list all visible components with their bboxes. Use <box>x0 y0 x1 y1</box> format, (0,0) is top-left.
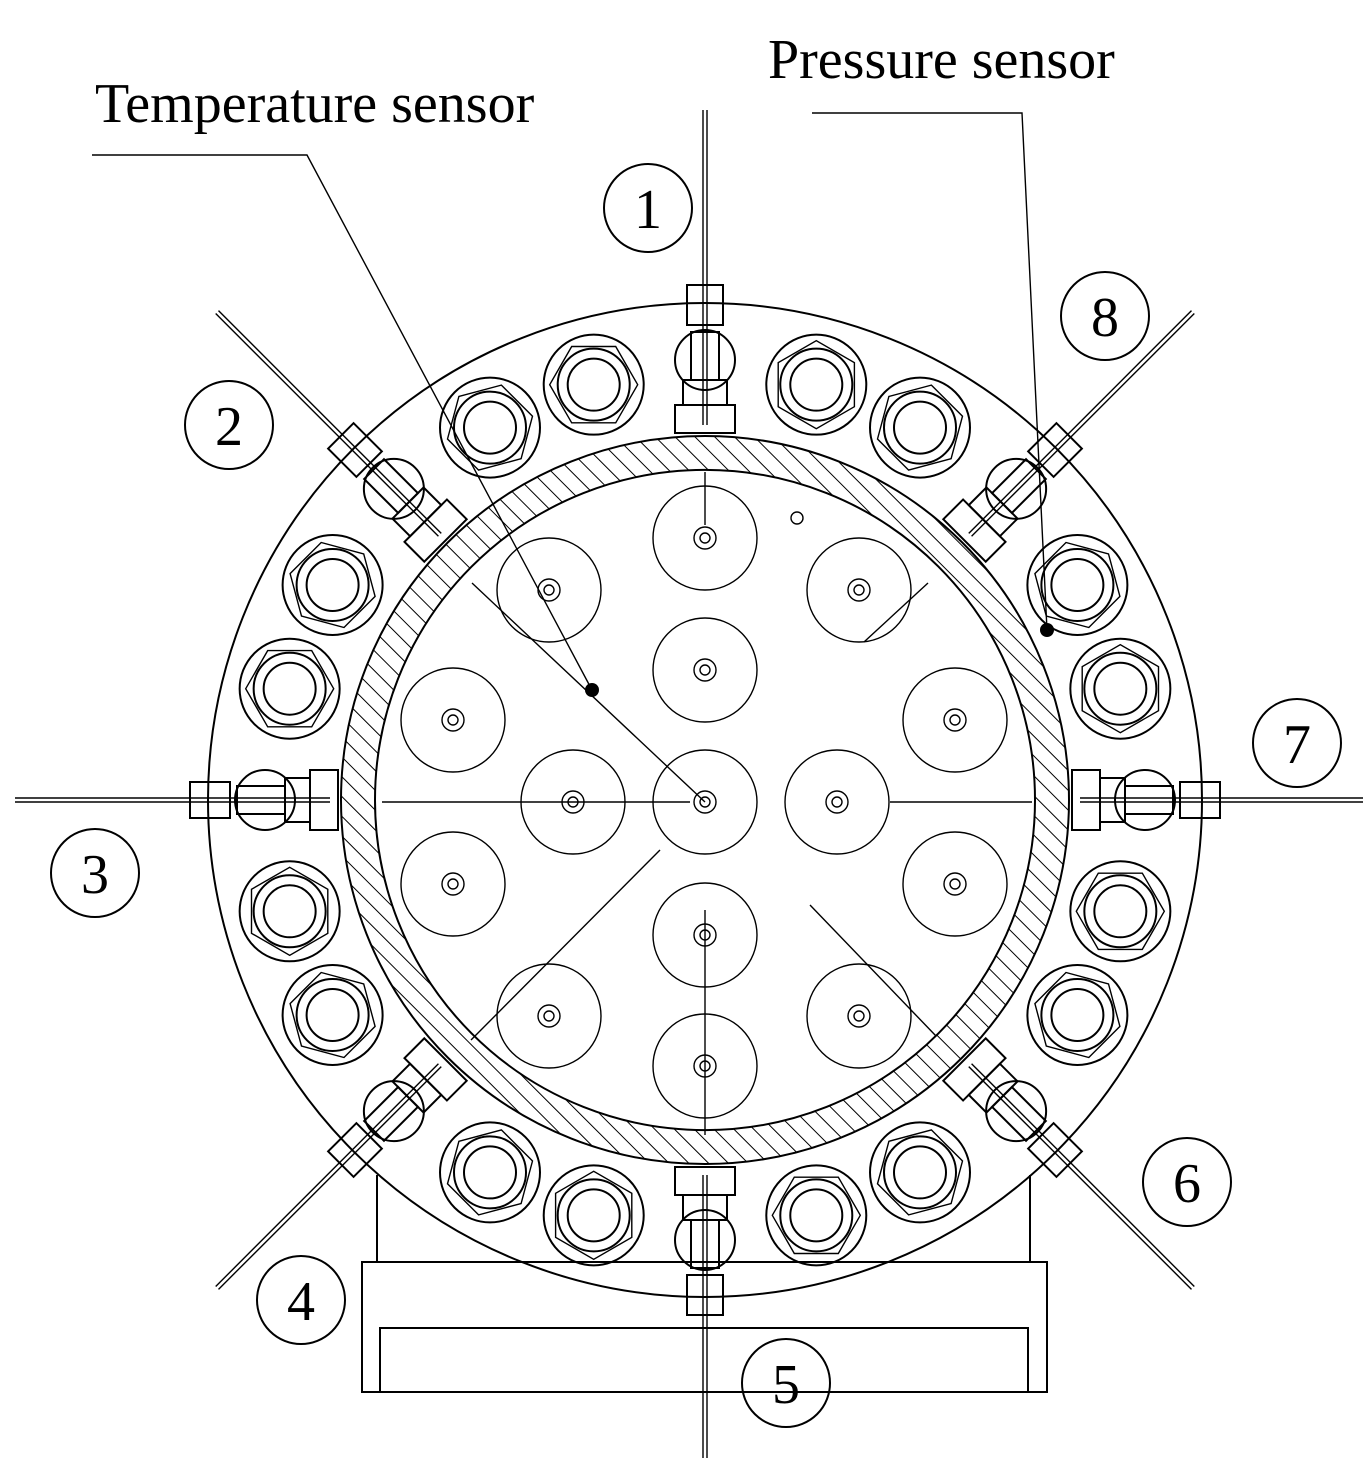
flange-bolt <box>1069 637 1172 740</box>
port-number-labels: 1 2 3 4 5 6 7 8 <box>50 163 1342 1428</box>
probe-line <box>863 582 929 643</box>
flange-bolts <box>238 333 1172 1267</box>
sample-cell <box>784 749 890 855</box>
port-number-text: 1 <box>634 179 662 241</box>
port-number-text: 7 <box>1283 714 1311 776</box>
port-number-8: 8 <box>1060 271 1150 361</box>
sample-cell <box>806 537 912 643</box>
flange-bolt <box>869 1121 971 1224</box>
port-number-3: 3 <box>50 828 140 918</box>
sensor-ports <box>15 110 1363 1463</box>
port-number-circle <box>603 163 693 253</box>
port-number-text: 8 <box>1091 287 1119 349</box>
temperature-sensor-leader <box>92 154 599 697</box>
sensor-port <box>1071 769 1363 831</box>
pressure-sensor-dot <box>1040 623 1054 637</box>
flange-bolt <box>238 637 341 740</box>
flange-bolt <box>439 376 541 479</box>
port-number-circle <box>741 1338 831 1428</box>
sensor-port <box>15 769 339 831</box>
port-number-5: 5 <box>741 1338 831 1428</box>
sample-cell <box>496 963 602 1069</box>
port-number-7: 7 <box>1252 698 1342 788</box>
outer-flange <box>207 302 1203 1298</box>
probe-line <box>470 849 661 1041</box>
flange-bolt <box>281 964 384 1066</box>
port-number-2: 2 <box>184 380 274 470</box>
flange-bolt <box>238 860 341 963</box>
sample-cell <box>496 537 602 643</box>
port-number-text: 2 <box>215 396 243 458</box>
port-number-6: 6 <box>1142 1137 1232 1227</box>
port-number-text: 5 <box>772 1354 800 1416</box>
sample-cell <box>902 667 1008 773</box>
sensor-port <box>674 1166 736 1463</box>
sensor-port <box>941 310 1195 564</box>
flange-bolt <box>439 1121 541 1224</box>
port-number-4: 4 <box>256 1255 346 1345</box>
sensor-port <box>215 310 469 564</box>
port-number-circle <box>184 380 274 470</box>
flange-bolt <box>1026 964 1129 1066</box>
flange-bolt <box>542 1164 645 1267</box>
sample-cell <box>806 963 912 1069</box>
sample-cell <box>400 667 506 773</box>
port-number-circle <box>256 1255 346 1345</box>
port-number-text: 3 <box>81 844 109 906</box>
port-number-circle <box>1252 698 1342 788</box>
port-number-text: 4 <box>287 1271 315 1333</box>
sensor-port <box>215 1036 469 1290</box>
temperature-sensor-dot <box>585 683 599 697</box>
flange-bolt <box>542 333 645 436</box>
pressure-sensor-leader <box>812 112 1054 637</box>
pressure-sensor-label: Pressure sensor <box>768 29 1115 91</box>
port-number-text: 6 <box>1173 1153 1201 1215</box>
probe-line <box>809 904 937 1037</box>
port-number-1: 1 <box>603 163 693 253</box>
flange-bolt <box>281 534 384 636</box>
sensor-port <box>941 1036 1195 1290</box>
sensor-port <box>674 110 736 434</box>
port-number-circle <box>1060 271 1150 361</box>
sample-cell <box>400 831 506 937</box>
sample-cell <box>652 617 758 723</box>
temperature-sensor-label: Temperature sensor <box>95 73 535 135</box>
internal-probes <box>382 472 1032 1135</box>
flange-bolt <box>1026 534 1129 636</box>
vessel-wall <box>339 435 1071 1165</box>
flange-bolt <box>869 376 971 479</box>
port-number-circle <box>1142 1137 1232 1227</box>
flange-bolt <box>765 333 868 436</box>
flange-bolt <box>1069 860 1172 963</box>
support-stand <box>361 1175 1048 1393</box>
sample-cell <box>902 831 1008 937</box>
small-hole <box>790 511 804 525</box>
port-number-circle <box>50 828 140 918</box>
flange-bolt <box>765 1164 868 1267</box>
